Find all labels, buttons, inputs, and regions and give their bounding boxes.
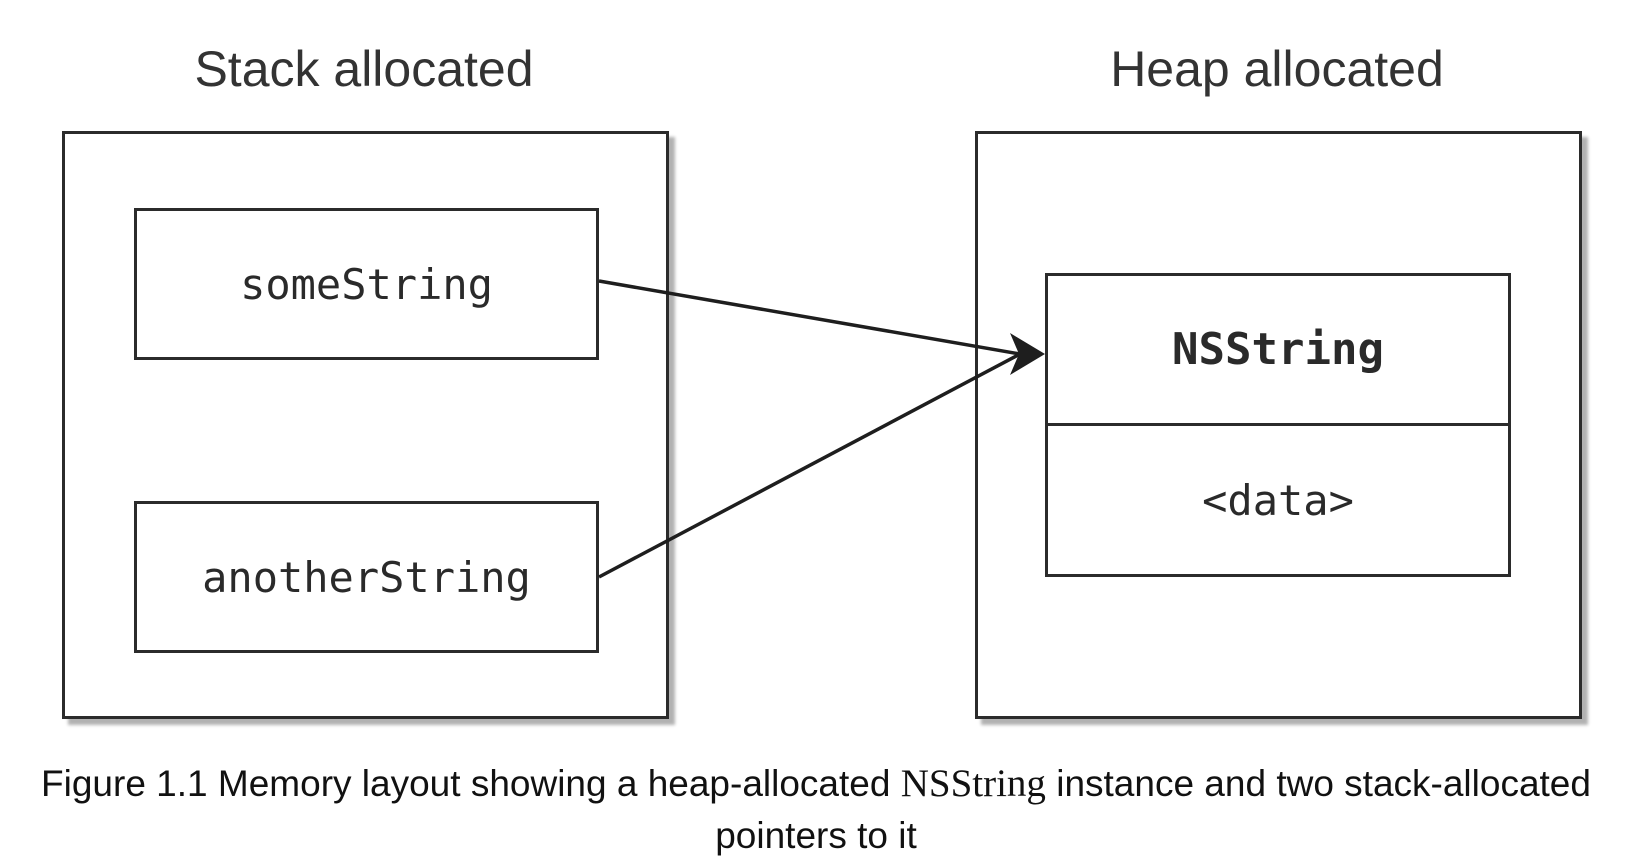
caption-text-prefix: Figure 1.1 Memory layout showing a heap-… bbox=[41, 763, 901, 804]
object-data-field: <data> bbox=[1202, 475, 1354, 525]
some-string-variable-box: someString bbox=[134, 208, 599, 360]
caption-text-suffix: instance and two stack-allocated pointer… bbox=[715, 763, 1591, 856]
caption-code-term: NSString bbox=[900, 762, 1046, 805]
stack-region-heading: Stack allocated bbox=[194, 41, 534, 97]
figure-caption: Figure 1.1 Memory layout showing a heap-… bbox=[20, 758, 1612, 862]
nsstring-object-box: NSString <data> bbox=[1045, 273, 1511, 577]
object-class-name: NSString bbox=[1048, 276, 1508, 426]
heap-region-heading: Heap allocated bbox=[1110, 41, 1444, 97]
another-string-variable-box: anotherString bbox=[134, 501, 599, 653]
